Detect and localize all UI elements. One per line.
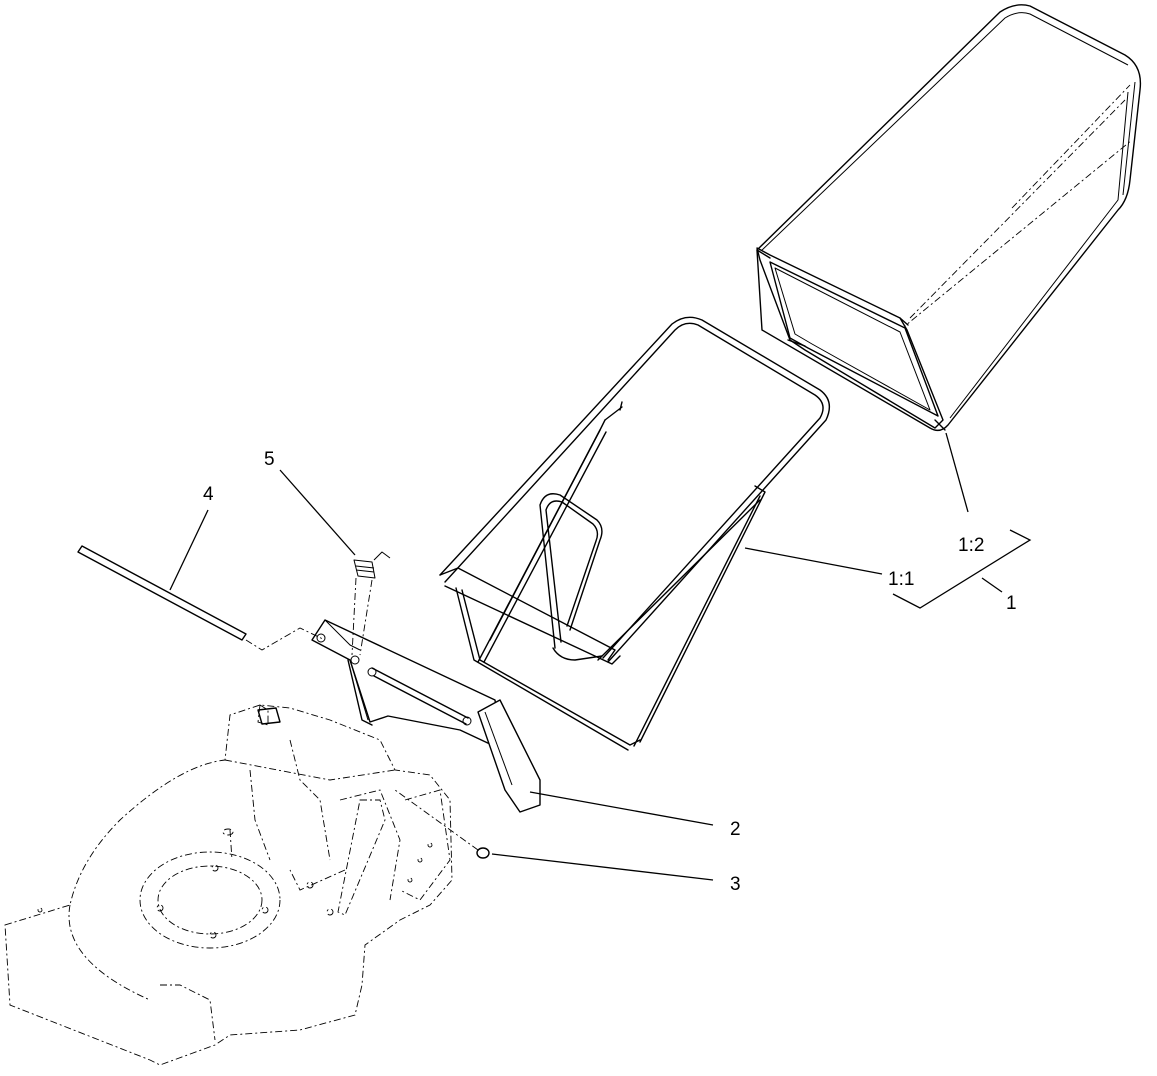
callout-2: 2: [730, 819, 741, 840]
callout-5: 5: [264, 449, 275, 470]
rear-door: [311, 619, 541, 813]
callout-1: 1: [1006, 593, 1017, 614]
grass-bag: [756, 4, 1142, 432]
callout-1-2: 1:2: [958, 535, 984, 556]
leader-lines: [169, 432, 1032, 881]
nut: [394, 789, 490, 859]
callout-1-1: 1:1: [888, 569, 914, 590]
hinge-rod: [77, 545, 326, 651]
mower-deck: [4, 704, 453, 1066]
callout-4: 4: [203, 484, 214, 505]
torsion-spring: [351, 551, 391, 656]
callout-labels: 1:2 1:1 1 2 3 4 5: [203, 449, 1017, 895]
bag-frame: [439, 316, 831, 751]
callout-3: 3: [730, 874, 741, 895]
